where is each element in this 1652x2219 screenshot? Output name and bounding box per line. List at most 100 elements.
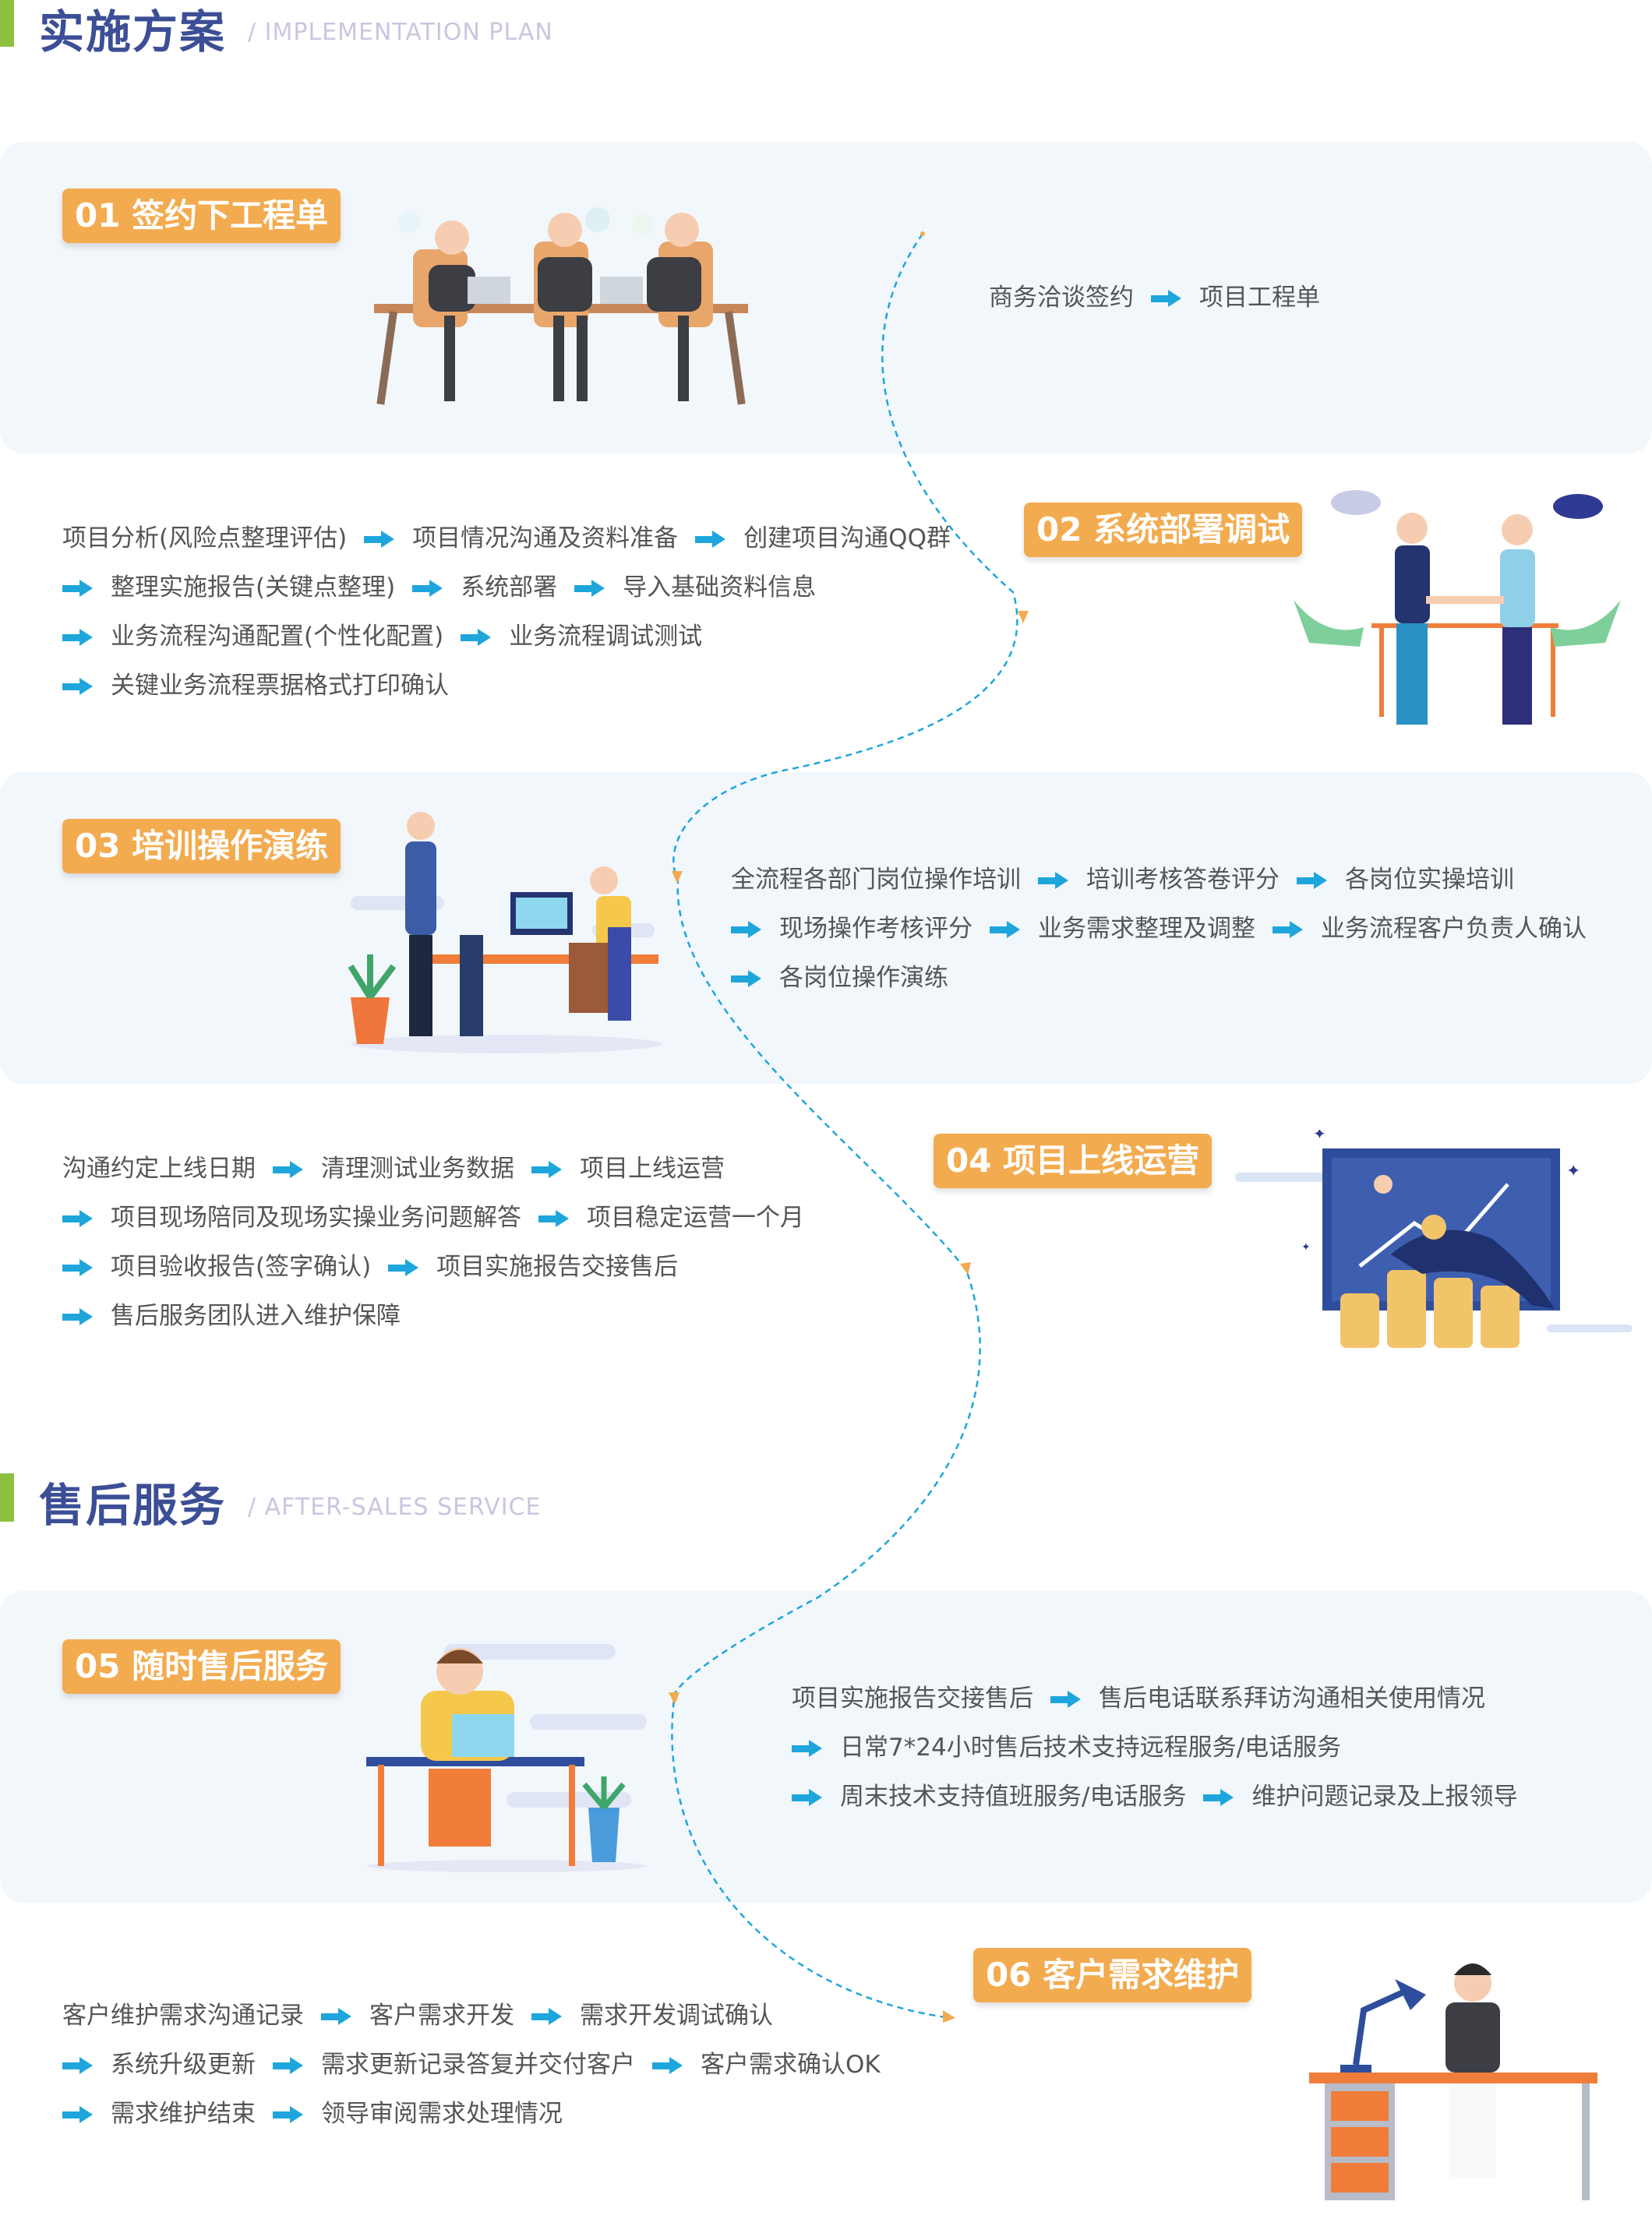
path-arrow-icon — [669, 1692, 680, 1705]
flow-line: 沟通约定上线日期清理测试业务数据项目上线运营 — [62, 1145, 804, 1194]
arrow-right-icon — [792, 1788, 823, 1806]
section-title-aftersales: 售后服务 — [39, 1479, 227, 1532]
flow-item: 商务洽谈签约 — [989, 284, 1134, 312]
flow-item: 项目稳定运营一个月 — [587, 1204, 804, 1232]
flow-item: 领导审阅需求处理情况 — [321, 2100, 563, 2128]
arrow-right-icon — [531, 1160, 563, 1178]
flow-line: 项目实施报告交接售后售后电话联系拜访沟通相关使用情况 — [792, 1674, 1517, 1723]
flow-line: 需求维护结束领导审阅需求处理情况 — [62, 2090, 881, 2139]
arrow-right-icon — [990, 920, 1021, 938]
flow-item: 导入基础资料信息 — [623, 573, 817, 601]
flow-item: 培训考核答卷评分 — [1086, 866, 1280, 894]
flow-line: 项目现场陪同及现场实操业务问题解答项目稳定运营一个月 — [62, 1194, 804, 1243]
flow-item: 创建项目沟通QQ群 — [743, 524, 951, 552]
arrow-right-icon — [1151, 289, 1182, 307]
growth-illustration: ✦✦✦ — [1235, 1130, 1633, 1348]
path-arrow-icon — [672, 871, 683, 884]
section-marker — [0, 1473, 14, 1522]
flow-item: 需求更新记录答复并交付客户 — [321, 2051, 635, 2079]
arrow-right-icon — [1038, 871, 1069, 889]
flow-line: 业务流程沟通配置(个性化配置)业务流程调试测试 — [62, 612, 951, 661]
flow-item: 周末技术支持值班服务/电话服务 — [840, 1783, 1187, 1811]
section-title-implementation: 实施方案 — [39, 5, 227, 58]
step-flow-06: 客户维护需求沟通记录 客户需求开发 需求开发调试确认系统升级更新 需求更新记录答复并交… — [62, 1991, 881, 2139]
flow-line: 系统升级更新 需求更新记录答复并交付客户 客户需求确认OK — [62, 2041, 881, 2090]
flow-item: 售后服务团队进入维护保障 — [111, 1302, 401, 1330]
arrow-right-icon — [461, 628, 492, 646]
step-flow-01: 商务洽谈签约 项目工程单 — [989, 273, 1320, 323]
flow-item: 沟通约定上线日期 — [62, 1155, 256, 1183]
step-badge-02: 02 系统部署调试 — [1024, 503, 1303, 557]
flow-item: 业务流程客户负责人确认 — [1321, 915, 1587, 943]
path-arrow-icon — [943, 2010, 955, 2023]
flow-item: 日常7*24小时售后技术支持远程服务/电话服务 — [840, 1734, 1342, 1762]
flow-item: 客户需求开发 — [369, 2002, 514, 2030]
flow-line: 现场操作考核评分业务需求整理及调整业务流程客户负责人确认 — [731, 905, 1587, 954]
arrow-right-icon — [731, 969, 762, 987]
section-subtitle-aftersales: / AFTER-SALES SERVICE — [248, 1494, 542, 1521]
flow-line: 各岗位操作演练 — [731, 954, 1587, 1003]
arrow-right-icon — [62, 628, 94, 646]
step-flow-02: 项目分析(风险点整理评估) 项目情况沟通及资料准备 创建项目沟通QQ群整理实施报告(… — [62, 514, 951, 711]
arrow-right-icon — [62, 2056, 94, 2074]
flow-item: 项目上线运营 — [580, 1155, 725, 1183]
arrow-right-icon — [388, 1258, 419, 1276]
flow-line: 整理实施报告(关键点整理) 系统部署 导入基础资料信息 — [62, 563, 951, 612]
flow-item: 系统部署 — [461, 573, 558, 601]
arrow-right-icon — [731, 920, 762, 938]
step-flow-05: 项目实施报告交接售后售后电话联系拜访沟通相关使用情况日常7*24小时售后技术支持… — [792, 1674, 1517, 1822]
flow-item: 客户维护需求沟通记录 — [62, 2002, 304, 2030]
flow-item: 关键业务流程票据格式打印确认 — [111, 672, 449, 700]
flow-line: 客户维护需求沟通记录 客户需求开发 需求开发调试确认 — [62, 1991, 881, 2041]
flow-item: 项目情况沟通及资料准备 — [412, 524, 679, 552]
path-arrow-icon — [960, 1262, 971, 1275]
arrow-right-icon — [1273, 920, 1304, 938]
arrow-right-icon — [62, 1258, 94, 1276]
step-badge-06: 06 客户需求维护 — [973, 1948, 1252, 2002]
step-flow-04: 沟通约定上线日期清理测试业务数据项目上线运营项目现场陪同及现场实操业务问题解答项… — [62, 1145, 804, 1341]
arrow-right-icon — [531, 2007, 563, 2025]
flow-item: 各岗位操作演练 — [779, 964, 948, 992]
arrow-right-icon — [695, 530, 726, 548]
arrow-right-icon — [273, 2105, 304, 2123]
arrow-right-icon — [321, 2007, 352, 2025]
flow-line: 周末技术支持值班服务/电话服务维护问题记录及上报领导 — [792, 1773, 1517, 1822]
flow-line: 项目验收报告(签字确认)项目实施报告交接售后 — [62, 1243, 804, 1292]
flow-item: 各岗位实操培训 — [1345, 866, 1514, 894]
step-badge-01: 01 签约下工程单 — [62, 189, 341, 243]
arrow-right-icon — [273, 1160, 304, 1178]
support-illustration — [366, 1644, 647, 1872]
arrow-right-icon — [62, 677, 94, 695]
flow-line: 项目分析(风险点整理评估) 项目情况沟通及资料准备 创建项目沟通QQ群 — [62, 514, 951, 563]
flow-line: 售后服务团队进入维护保障 — [62, 1292, 804, 1341]
arrow-right-icon — [62, 1209, 94, 1227]
flow-line: 商务洽谈签约 项目工程单 — [989, 273, 1320, 323]
flow-line: 关键业务流程票据格式打印确认 — [62, 661, 951, 711]
meeting-illustration — [374, 207, 748, 405]
arrow-right-icon — [538, 1209, 570, 1227]
section-subtitle-implementation: / IMPLEMENTATION PLAN — [248, 19, 553, 46]
flow-item: 系统升级更新 — [111, 2051, 256, 2079]
step-badge-03: 03 培训操作演练 — [62, 819, 341, 873]
flow-item: 整理实施报告(关键点整理) — [111, 573, 396, 601]
flow-item: 现场操作考核评分 — [779, 915, 972, 943]
flow-item: 需求开发调试确认 — [580, 2002, 773, 2030]
svg-text:✦: ✦ — [1301, 1241, 1311, 1254]
arrow-right-icon — [1203, 1788, 1234, 1806]
arrow-right-icon — [62, 1307, 94, 1325]
step-badge-05: 05 随时售后服务 — [62, 1639, 341, 1694]
arrow-right-icon — [1297, 871, 1328, 889]
flow-item: 项目工程单 — [1199, 284, 1320, 312]
arrow-right-icon — [273, 2056, 304, 2074]
arrow-right-icon — [652, 2056, 683, 2074]
flow-item: 项目分析(风险点整理评估) — [62, 524, 348, 552]
flow-item: 客户需求确认OK — [701, 2051, 881, 2079]
handshake-illustration — [1294, 490, 1621, 725]
arrow-right-icon — [364, 530, 395, 548]
flow-item: 业务流程沟通配置(个性化配置) — [111, 623, 444, 651]
flow-item: 售后电话联系拜访沟通相关使用情况 — [1099, 1685, 1485, 1713]
flow-item: 项目验收报告(签字确认) — [111, 1253, 372, 1281]
step-badge-04: 04 项目上线运营 — [934, 1134, 1213, 1188]
flow-item: 全流程各部门岗位操作培训 — [731, 866, 1021, 894]
